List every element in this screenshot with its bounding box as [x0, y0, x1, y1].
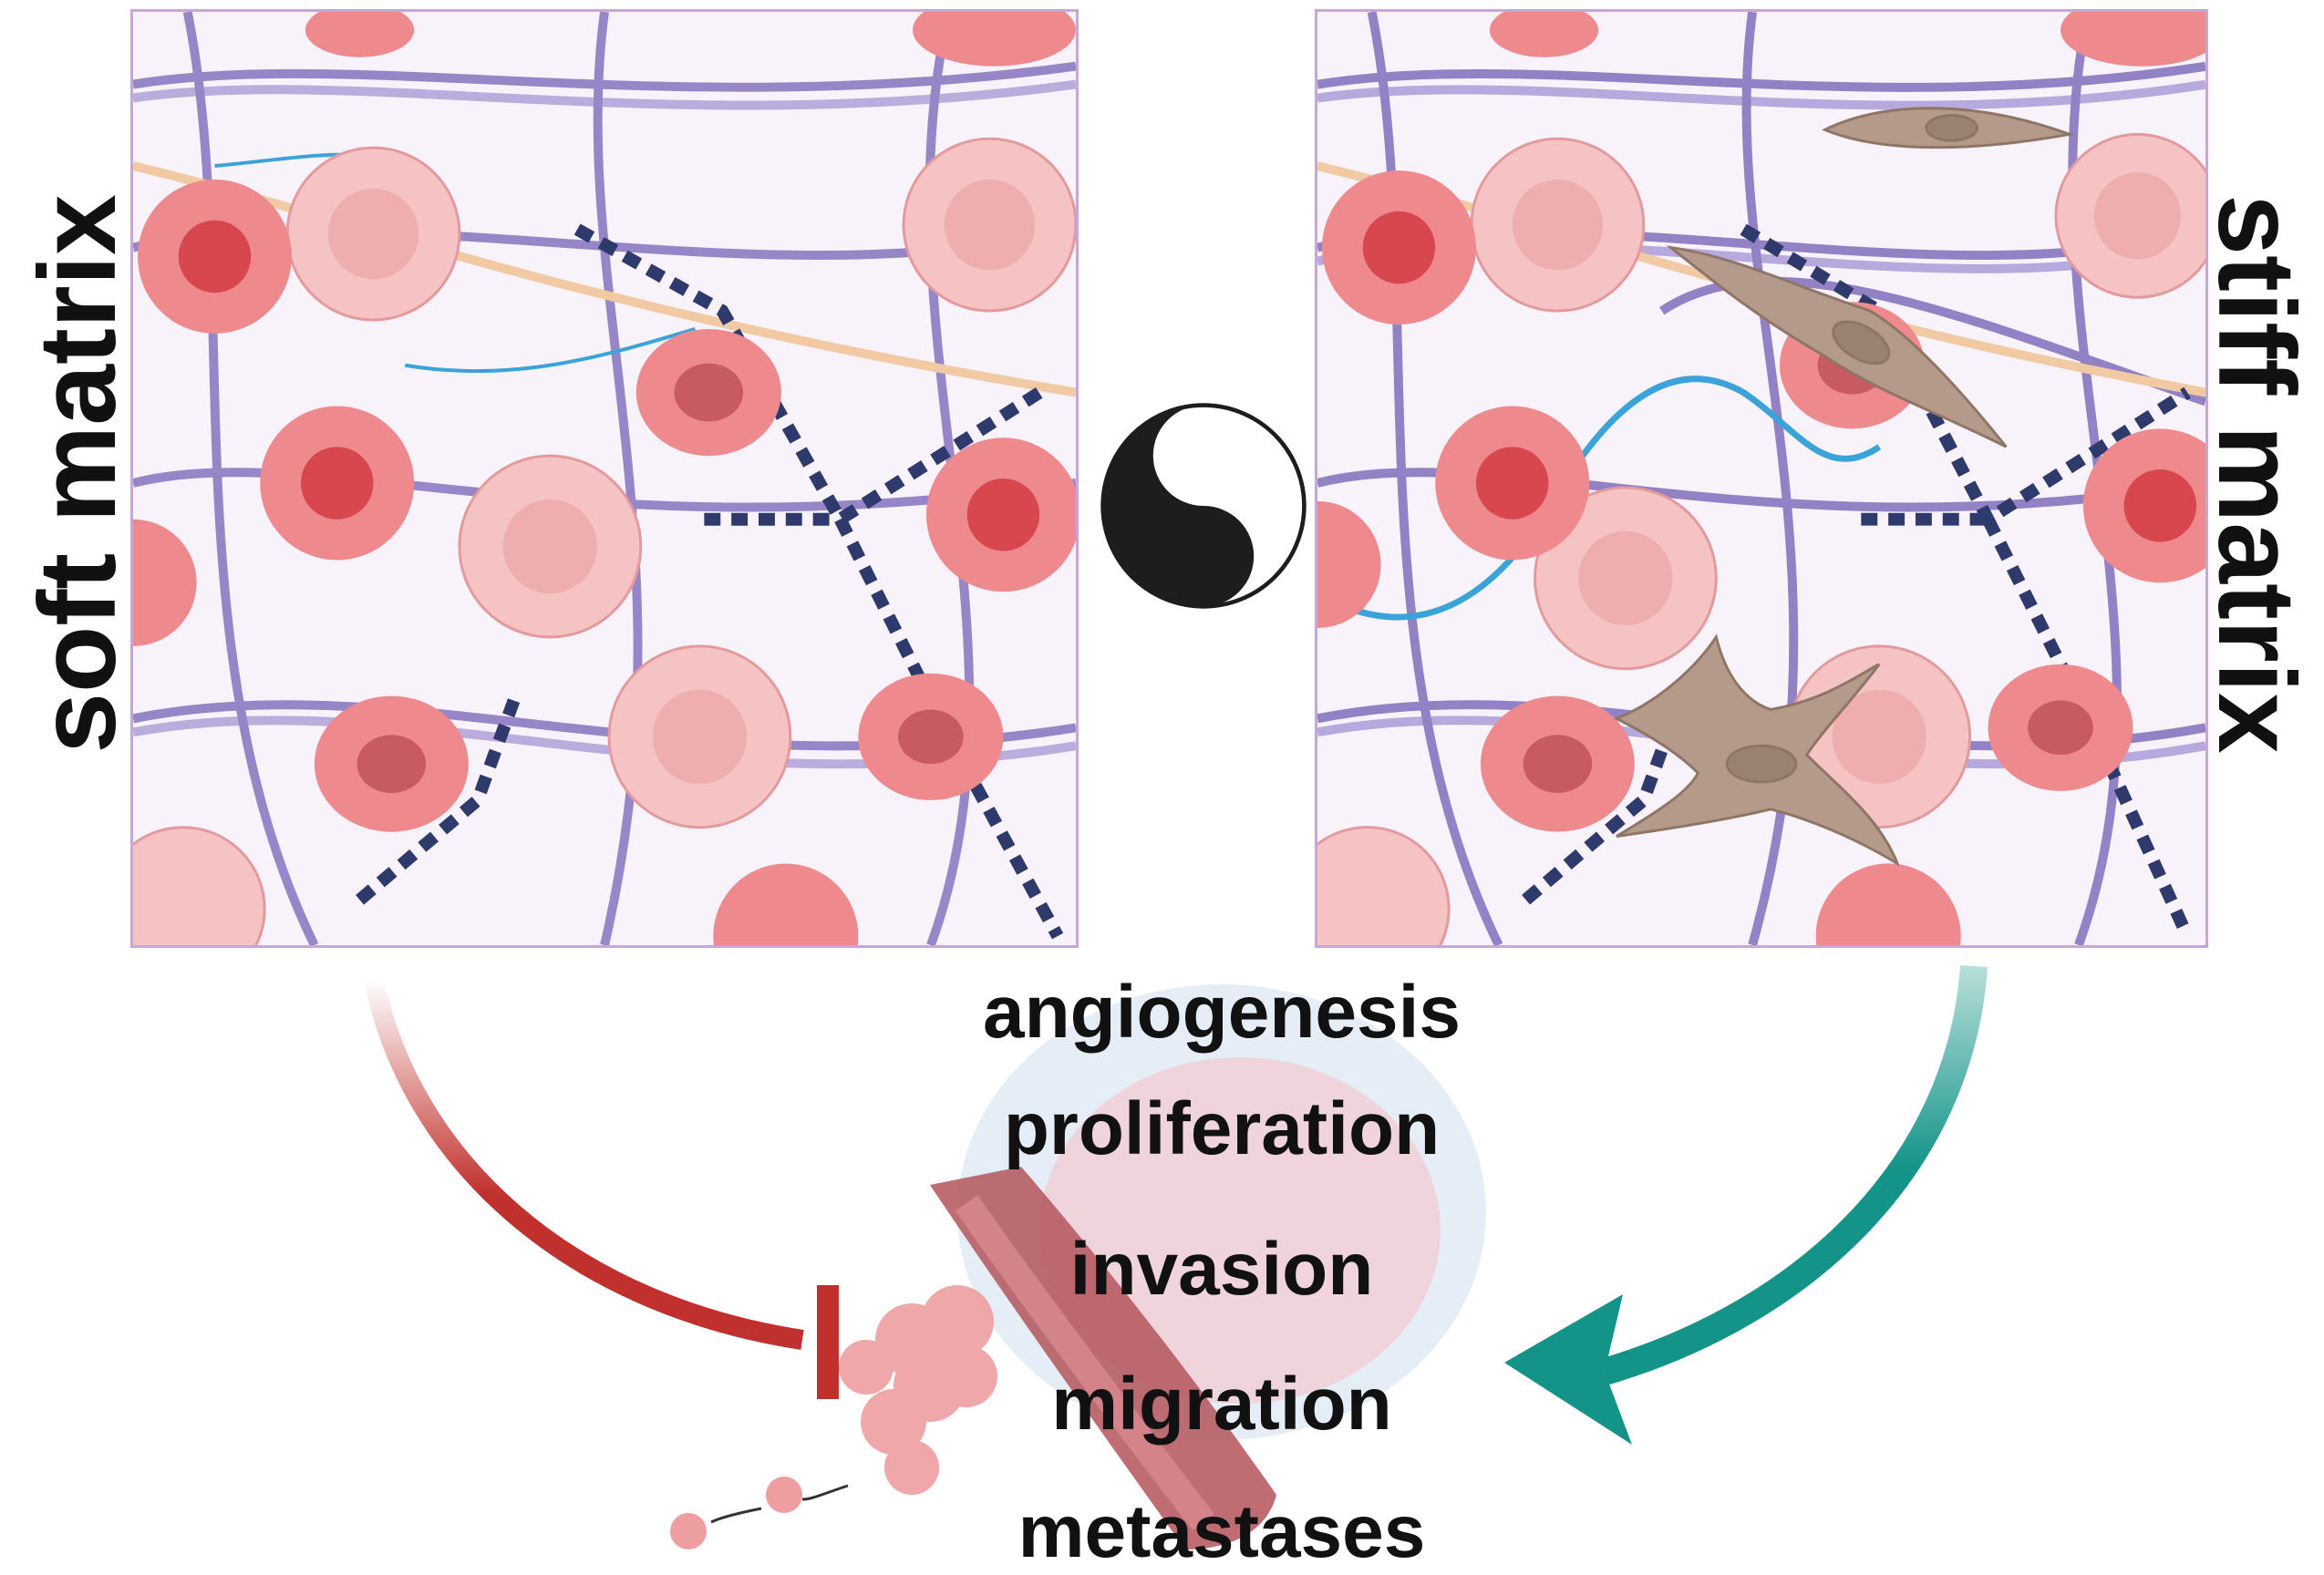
crosslink-chains — [356, 223, 1064, 940]
inhibition-arrow-icon — [364, 977, 804, 1350]
tumor-mass — [670, 984, 1486, 1549]
tumor-cluster — [839, 1285, 997, 1495]
outcome-proliferation: proliferation — [1003, 1087, 1441, 1170]
fibroblasts — [1613, 107, 2075, 867]
promotion-arrowhead — [1504, 1294, 1632, 1445]
tumor-cells — [133, 12, 1076, 945]
stiff-matrix-illustration — [1317, 12, 2205, 945]
outcome-metastases: metastases — [1017, 1490, 1426, 1573]
soft-matrix-illustration — [133, 12, 1076, 945]
outcome-migration: migration — [1051, 1363, 1392, 1446]
inhibition-bar — [817, 1285, 839, 1399]
soft-matrix-panel — [130, 9, 1079, 948]
promotion-arrow-icon — [1600, 964, 1988, 1385]
outcome-invasion: invasion — [1069, 1228, 1374, 1311]
yin-yang-icon — [1100, 403, 1307, 609]
stiff-matrix-panel — [1315, 9, 2208, 948]
round-cells — [133, 137, 1076, 945]
outcome-angiogenesis: angiogenesis — [982, 971, 1462, 1054]
